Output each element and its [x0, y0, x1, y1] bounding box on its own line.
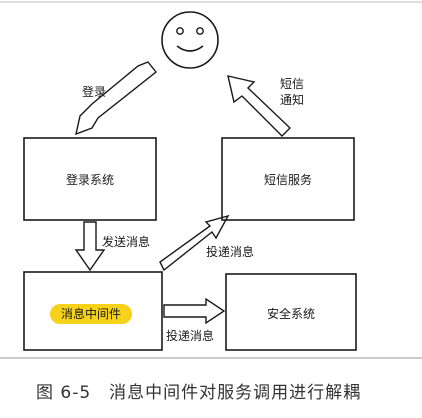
- figure-caption: 图 6-5 消息中间件对服务调用进行解耦: [36, 378, 361, 403]
- login-system-box: [23, 137, 157, 221]
- deliver-to-security-arrow-icon: [163, 297, 226, 325]
- sms-notify-label-line1: 短信: [280, 77, 304, 91]
- figure-number: 图 6-5: [36, 383, 92, 403]
- deliver-to-sms-label: 投递消息: [206, 244, 254, 259]
- sms-service-box: [221, 137, 355, 221]
- security-system-label: 安全系统: [267, 306, 315, 321]
- sms-notify-arrow-icon: [227, 75, 292, 137]
- login-label: 登录: [82, 84, 106, 99]
- security-system-box: [225, 273, 357, 351]
- middleware-highlight: [50, 304, 132, 324]
- send-message-label: 发送消息: [102, 234, 150, 249]
- deliver-to-security-label: 投递消息: [166, 328, 214, 343]
- login-arrow-icon: [75, 61, 157, 136]
- login-system-label: 登录系统: [66, 172, 114, 187]
- sms-notify-label-line2: 通知: [280, 93, 304, 107]
- figure-caption-text: 消息中间件对服务调用进行解耦: [109, 383, 362, 403]
- message-middleware-label: 消息中间件: [61, 306, 121, 321]
- send-message-arrow-icon: [74, 221, 106, 272]
- user-face-icon: [161, 11, 219, 69]
- deliver-to-sms-arrow-icon: [159, 214, 230, 272]
- sms-service-label: 短信服务: [264, 172, 312, 187]
- decoupling-diagram: 登录 短信 通知 登录系统 短信服务 发送消息 投递消息 消息中间件 投递消: [0, 1, 422, 359]
